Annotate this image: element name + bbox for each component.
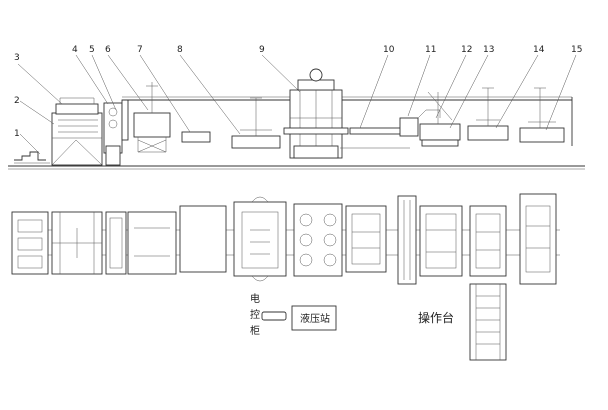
plan-unit-l — [519, 193, 557, 285]
callout-numbers: 1 2 3 4 5 6 7 8 9 10 11 12 13 14 15 — [14, 45, 582, 139]
callout-2: 2 — [14, 96, 20, 106]
tank-6 — [133, 82, 171, 153]
machine-11 — [399, 109, 441, 137]
callout-8: 8 — [177, 45, 183, 55]
callout-13: 13 — [483, 45, 494, 55]
heating-furnace — [51, 97, 103, 166]
callout-1: 1 — [14, 129, 20, 139]
control-cabinet-label-1: 电 — [250, 292, 260, 305]
callout-15: 15 — [571, 45, 582, 55]
callout-9: 9 — [259, 45, 265, 55]
elevation-view: 1 2 3 4 5 6 7 8 9 10 11 12 13 14 15 — [8, 45, 585, 170]
platform-7 — [181, 131, 211, 143]
control-cabinet: 电 控 柜 — [250, 292, 287, 337]
control-cabinet-label-2: 控 — [250, 308, 260, 321]
callout-4: 4 — [72, 45, 78, 55]
callout-3: 3 — [14, 53, 20, 63]
hydraulic-press — [283, 68, 349, 159]
plan-view: 电 控 柜 液压站 操作台 — [11, 193, 560, 361]
plan-unit-b — [51, 211, 103, 275]
base-stairs — [14, 151, 50, 164]
plan-unit-h — [345, 205, 387, 273]
operation-table-label: 操作台 — [418, 310, 454, 325]
plan-unit-e — [179, 205, 227, 273]
plan-unit-d — [127, 211, 177, 275]
callout-5: 5 — [89, 45, 95, 55]
control-cabinet-label-3: 柜 — [250, 324, 260, 337]
plan-press — [293, 203, 343, 277]
plan-unit-k — [469, 205, 507, 277]
tank-15 — [519, 87, 565, 143]
callout-6: 6 — [105, 45, 111, 55]
tank-14 — [467, 87, 509, 141]
callout-7: 7 — [137, 45, 143, 55]
hydraulic-station: 液压站 — [291, 305, 337, 331]
hydraulic-station-label: 液压站 — [300, 312, 330, 325]
plan-unit-c — [105, 211, 127, 275]
plan-ladder-conveyor — [469, 283, 507, 361]
callout-10: 10 — [383, 45, 395, 55]
callout-11: 11 — [425, 45, 436, 55]
plan-unit-f — [233, 196, 287, 282]
callout-14: 14 — [533, 45, 545, 55]
plan-unit-i — [397, 195, 417, 285]
conveyor-10 — [340, 127, 410, 149]
leader-lines — [17, 54, 577, 155]
tank-8 — [231, 97, 281, 149]
plan-furnace — [11, 211, 49, 275]
callout-12: 12 — [461, 45, 472, 55]
plan-unit-j — [419, 205, 463, 277]
